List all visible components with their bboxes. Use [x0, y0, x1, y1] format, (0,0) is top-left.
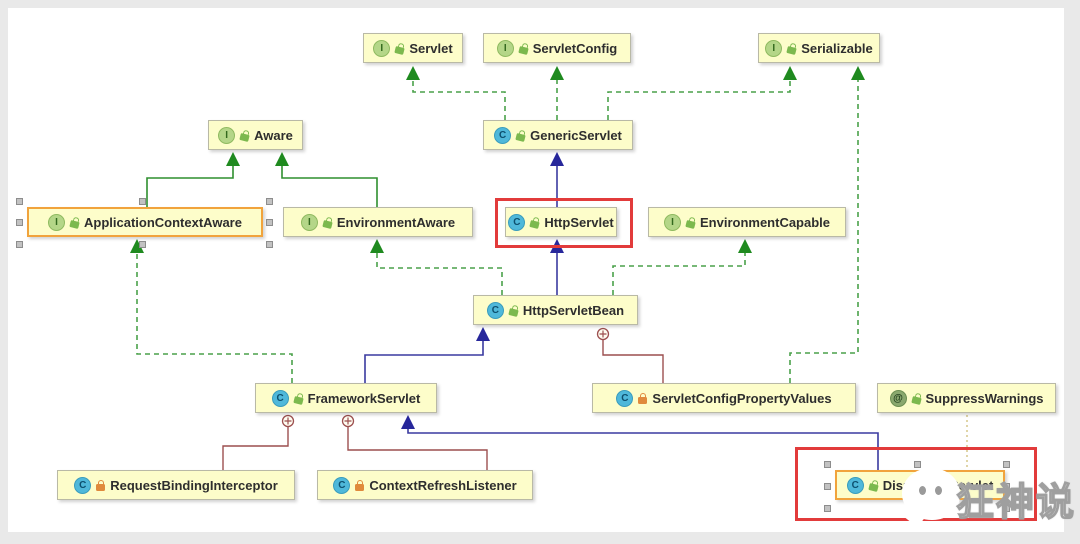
selection-handle[interactable] — [139, 241, 146, 248]
private-lock-icon — [638, 392, 648, 404]
visibility-key-icon — [394, 45, 406, 55]
bubble-eye-icon — [919, 486, 926, 495]
node-label: Servlet — [409, 40, 453, 56]
selection-handle[interactable] — [1003, 505, 1010, 512]
node-label: Serializable — [801, 40, 873, 56]
edge-applicationcontextaware-extends-aware — [146, 152, 240, 207]
node-servletconfigpropertyvalues[interactable]: C ServletConfigPropertyValues — [592, 383, 856, 413]
visibility-key-icon — [910, 395, 922, 405]
selection-handle[interactable] — [266, 198, 273, 205]
visibility-key-icon — [868, 482, 879, 492]
visibility-key-icon — [322, 219, 333, 229]
selection-handle[interactable] — [1003, 461, 1010, 468]
class-icon: C — [333, 476, 351, 494]
edge-frameworkservlet-extends-httpservletbean — [364, 327, 490, 383]
node-httpservlet[interactable]: C HttpServlet — [505, 207, 617, 237]
visibility-key-icon — [786, 45, 797, 55]
class-icon: C — [271, 389, 289, 407]
edge-innerclass-servletconfigpropertyvalues — [596, 327, 664, 383]
interface-icon: I — [218, 126, 236, 144]
edge-httpservletbean-implements-environmentaware — [370, 239, 503, 295]
private-lock-icon — [96, 479, 106, 491]
bubble-eye-icon — [935, 486, 942, 495]
node-label: ServletConfigPropertyValues — [652, 390, 832, 406]
selection-handle[interactable] — [1003, 483, 1010, 490]
node-label: HttpServlet — [544, 214, 614, 230]
node-serializable[interactable]: I Serializable — [758, 33, 880, 63]
selection-handle[interactable] — [266, 241, 273, 248]
selection-handle[interactable] — [824, 505, 831, 512]
selection-handle[interactable] — [824, 461, 831, 468]
interface-icon: I — [663, 213, 681, 231]
class-icon: C — [74, 476, 92, 494]
edge-genericservlet-implements-serializable — [607, 66, 797, 120]
node-httpservletbean[interactable]: C HttpServletBean — [473, 295, 638, 325]
static-class-icon: C — [616, 389, 634, 407]
node-label: ServletConfig — [532, 40, 618, 56]
node-label: HttpServletBean — [522, 302, 625, 318]
node-aware[interactable]: I Aware — [208, 120, 303, 150]
node-frameworkservlet[interactable]: C FrameworkServlet — [255, 383, 437, 413]
edge-dispatcherservlet-extends-frameworkservlet — [401, 415, 879, 470]
node-servlet[interactable]: I Servlet — [363, 33, 463, 63]
visibility-key-icon — [518, 45, 529, 55]
interface-icon: I — [496, 39, 514, 57]
annotation-icon: @ — [889, 389, 907, 407]
visibility-key-icon — [292, 395, 304, 405]
edge-innerclass-requestbindinginterceptor — [222, 414, 295, 470]
interface-icon: I — [48, 213, 66, 231]
wechat-bubble-icon — [902, 468, 960, 520]
visibility-key-icon — [508, 307, 519, 317]
edge-innerclass-contextrefreshlistener — [341, 414, 488, 470]
edge-httpservletbean-implements-environmentcapable — [612, 239, 752, 295]
class-icon: C — [494, 126, 512, 144]
node-servletconfig[interactable]: I ServletConfig — [483, 33, 631, 63]
node-label: EnvironmentAware — [336, 214, 456, 230]
watermark-text: 狂神说 — [955, 481, 1077, 525]
selection-handle[interactable] — [16, 219, 23, 226]
node-label: RequestBindingInterceptor — [110, 477, 278, 493]
visibility-key-icon — [69, 219, 80, 229]
edge-genericservlet-implements-servletconfig — [550, 66, 564, 120]
diagram-canvas[interactable] — [8, 8, 1064, 532]
edge-frameworkservlet-implements-applicationcontextaware — [130, 239, 293, 383]
node-genericservlet[interactable]: C GenericServlet — [483, 120, 633, 150]
node-requestbindinginterceptor[interactable]: C RequestBindingInterceptor — [57, 470, 295, 500]
class-icon: C — [486, 301, 504, 319]
red-annotation-box-httpservlet — [495, 198, 633, 248]
edge-environmentaware-extends-aware — [275, 152, 378, 207]
node-label: FrameworkServlet — [307, 390, 421, 406]
visibility-key-icon — [239, 132, 250, 142]
selection-handle[interactable] — [914, 461, 921, 468]
visibility-key-icon — [685, 219, 696, 229]
private-lock-icon — [355, 479, 365, 491]
node-label: EnvironmentCapable — [699, 214, 831, 230]
visibility-key-icon — [515, 132, 526, 142]
visibility-key-icon — [529, 219, 541, 229]
edge-genericservlet-implements-servlet — [406, 66, 506, 120]
selection-handle[interactable] — [16, 241, 23, 248]
node-suppresswarnings[interactable]: @ SuppressWarnings — [877, 383, 1056, 413]
node-applicationcontextaware[interactable]: I ApplicationContextAware — [27, 207, 263, 237]
selection-handle[interactable] — [824, 483, 831, 490]
selection-handle[interactable] — [139, 198, 146, 205]
selection-handle[interactable] — [266, 219, 273, 226]
node-label: ApplicationContextAware — [84, 214, 242, 230]
selection-handle[interactable] — [16, 198, 23, 205]
class-icon: C — [508, 213, 526, 231]
node-label: SuppressWarnings — [925, 390, 1044, 406]
interface-icon: I — [300, 213, 318, 231]
node-label: ContextRefreshListener — [369, 477, 517, 493]
interface-icon: I — [373, 39, 391, 57]
node-label: GenericServlet — [530, 127, 622, 143]
node-environmentcapable[interactable]: I EnvironmentCapable — [648, 207, 846, 237]
node-environmentaware[interactable]: I EnvironmentAware — [283, 207, 473, 237]
node-contextrefreshlistener[interactable]: C ContextRefreshListener — [317, 470, 533, 500]
class-icon: C — [846, 476, 864, 494]
interface-icon: I — [765, 39, 783, 57]
edge-servletconfigpropertyvalues-implements-serializable — [789, 66, 865, 383]
node-label: Aware — [254, 127, 293, 143]
